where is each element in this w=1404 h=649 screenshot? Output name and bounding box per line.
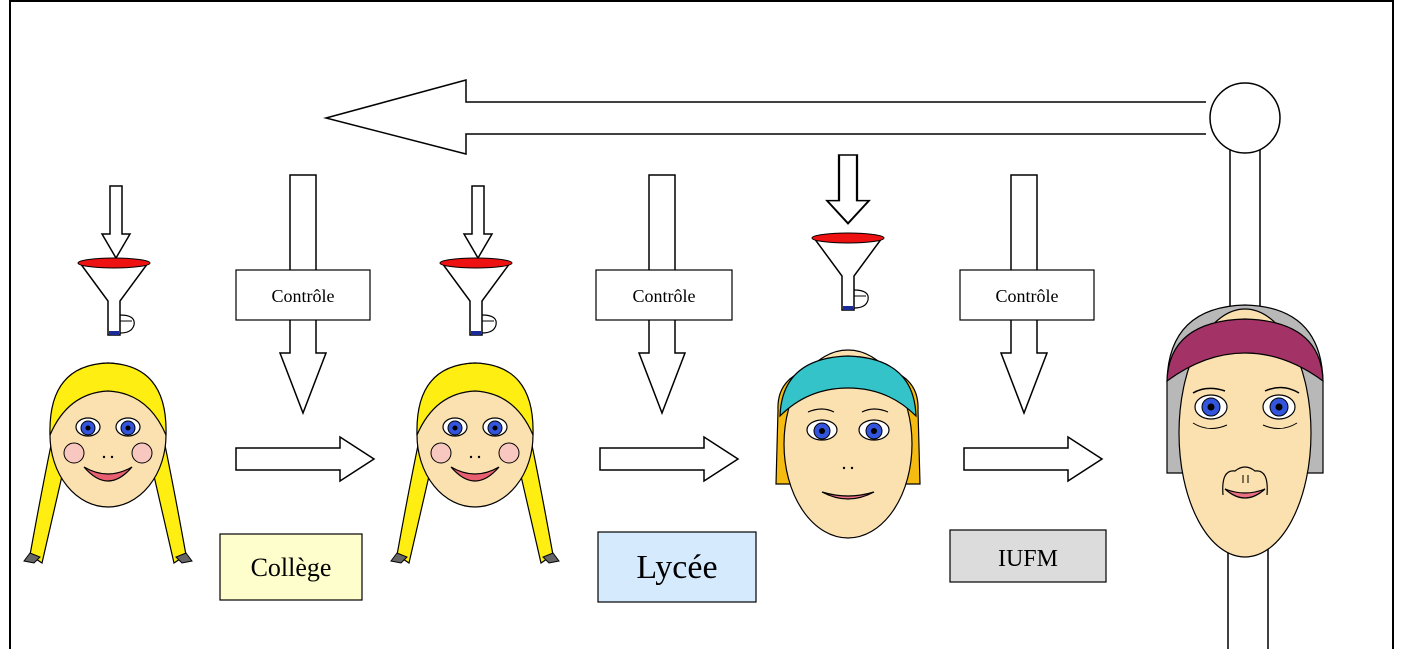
lycee-box: [597, 531, 757, 603]
right-arrow-3: [963, 436, 1103, 482]
right-arrow-1: [235, 436, 375, 482]
return-arrow: [323, 79, 1206, 155]
college-box: [219, 533, 363, 601]
lycee-label: Lycée: [636, 549, 717, 586]
funnel-arrow-1: [101, 185, 131, 259]
control-box-2: [595, 269, 733, 321]
control-label-3: Contrôle: [996, 286, 1059, 306]
control-label-1: Contrôle: [272, 286, 335, 306]
iufm-label: IUFM: [998, 546, 1058, 572]
student-girl-2: [390, 362, 560, 564]
student-teen: [775, 349, 921, 539]
control-label-2: Contrôle: [633, 286, 696, 306]
return-pole: [1229, 145, 1261, 327]
funnel-3: [811, 232, 885, 311]
funnel-2: [439, 257, 513, 336]
control-box-1: [235, 269, 371, 321]
funnel-1: [77, 257, 151, 336]
college-label: Collège: [251, 553, 332, 582]
right-arrow-2: [599, 436, 739, 482]
control-box-3: [959, 269, 1095, 321]
teacher-old-woman: [1166, 304, 1324, 558]
junction-circle: [1209, 82, 1281, 154]
funnel-arrow-3: [825, 153, 871, 225]
funnel-arrow-2: [463, 185, 493, 259]
iufm-box: [949, 529, 1107, 583]
student-girl-1: [23, 362, 193, 564]
bottom-pole: [1227, 539, 1269, 649]
